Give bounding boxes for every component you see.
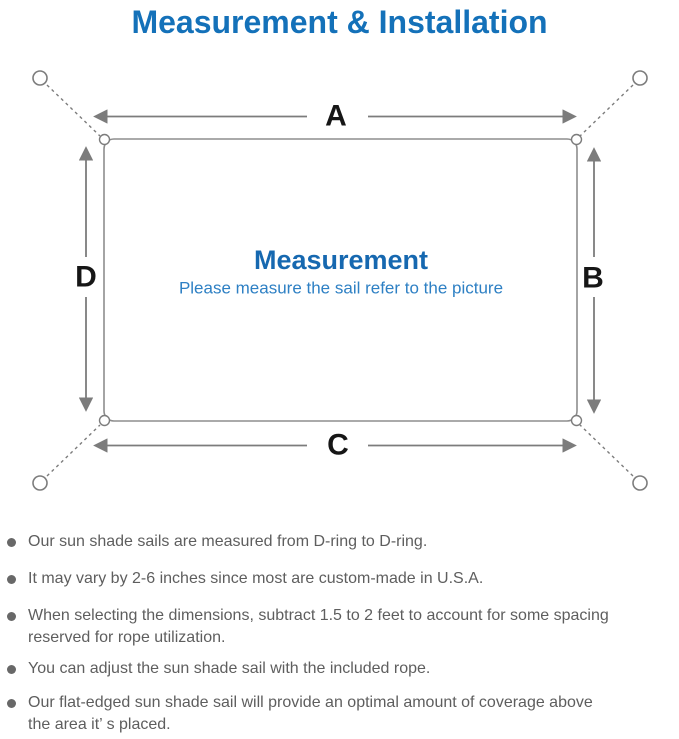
bullet-icon: [7, 612, 16, 621]
corner-rope-lines: [46, 84, 634, 477]
notes-list: Our sun shade sails are measured from D-…: [7, 530, 675, 736]
note-item: It may vary by 2-6 inches since most are…: [7, 568, 675, 590]
bullet-icon: [7, 699, 16, 708]
diagram-center-title: Measurement: [254, 245, 428, 275]
dim-label-b: B: [582, 262, 604, 295]
note-text: When selecting the dimensions, subtract …: [28, 607, 609, 646]
dim-label-d: D: [75, 261, 97, 294]
bullet-icon: [7, 575, 16, 584]
dimension-arrows: [78, 109, 602, 453]
page-title: Measurement & Installation: [131, 4, 548, 40]
d-ring-icons: [98, 133, 583, 427]
note-item: Our sun shade sails are measured from D-…: [7, 531, 675, 553]
shade-sail-outline: [103, 138, 578, 422]
diagram-center-subtitle: Please measure the sail refer to the pic…: [179, 279, 503, 298]
note-item: You can adjust the sun shade sail with t…: [7, 658, 675, 680]
note-item: When selecting the dimensions, subtract …: [7, 605, 675, 649]
bullet-icon: [7, 538, 16, 547]
note-text: You can adjust the sun shade sail with t…: [28, 660, 431, 677]
note-text: Our flat-edged sun shade sail will provi…: [28, 694, 593, 733]
note-item: Our flat-edged sun shade sail will provi…: [7, 692, 675, 736]
bullet-icon: [7, 665, 16, 674]
dim-label-c: C: [327, 429, 349, 462]
note-text: Our sun shade sails are measured from D-…: [28, 533, 428, 550]
note-text: It may vary by 2-6 inches since most are…: [28, 570, 484, 587]
dim-label-a: A: [325, 100, 347, 133]
anchor-point-icons: [32, 70, 648, 491]
